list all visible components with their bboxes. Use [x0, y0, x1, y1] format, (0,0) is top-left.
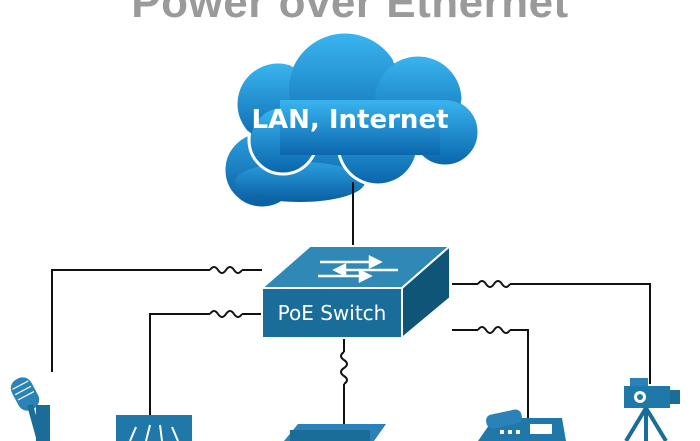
- ip-phone-icon: [478, 409, 566, 441]
- cloud-icon: LAN, Internet: [222, 30, 481, 210]
- camera-on-tripod-icon: [624, 378, 680, 441]
- wires: [51, 182, 651, 424]
- resistor-symbol-2: [209, 310, 243, 318]
- wire-microphone: [51, 269, 210, 372]
- resistor-symbol-5: [477, 326, 511, 334]
- resistor-symbol-1: [209, 266, 243, 274]
- resistor-symbol-4: [477, 280, 511, 288]
- wire-access-point: [149, 313, 210, 415]
- network-box-icon: [284, 424, 386, 441]
- microphone-icon: [10, 377, 50, 441]
- cloud-label: LAN, Internet: [251, 105, 448, 135]
- wire-camera: [510, 283, 651, 384]
- diagram-title: Power over Ethernet: [131, 0, 569, 27]
- switch-arrows-icon: [318, 254, 398, 284]
- access-point-icon: [116, 415, 192, 441]
- resistor-symbol-3: [340, 351, 348, 385]
- switch-label: PoE Switch: [278, 301, 387, 325]
- wire-phone: [510, 329, 529, 420]
- poe-switch-icon: PoE Switch: [259, 243, 453, 341]
